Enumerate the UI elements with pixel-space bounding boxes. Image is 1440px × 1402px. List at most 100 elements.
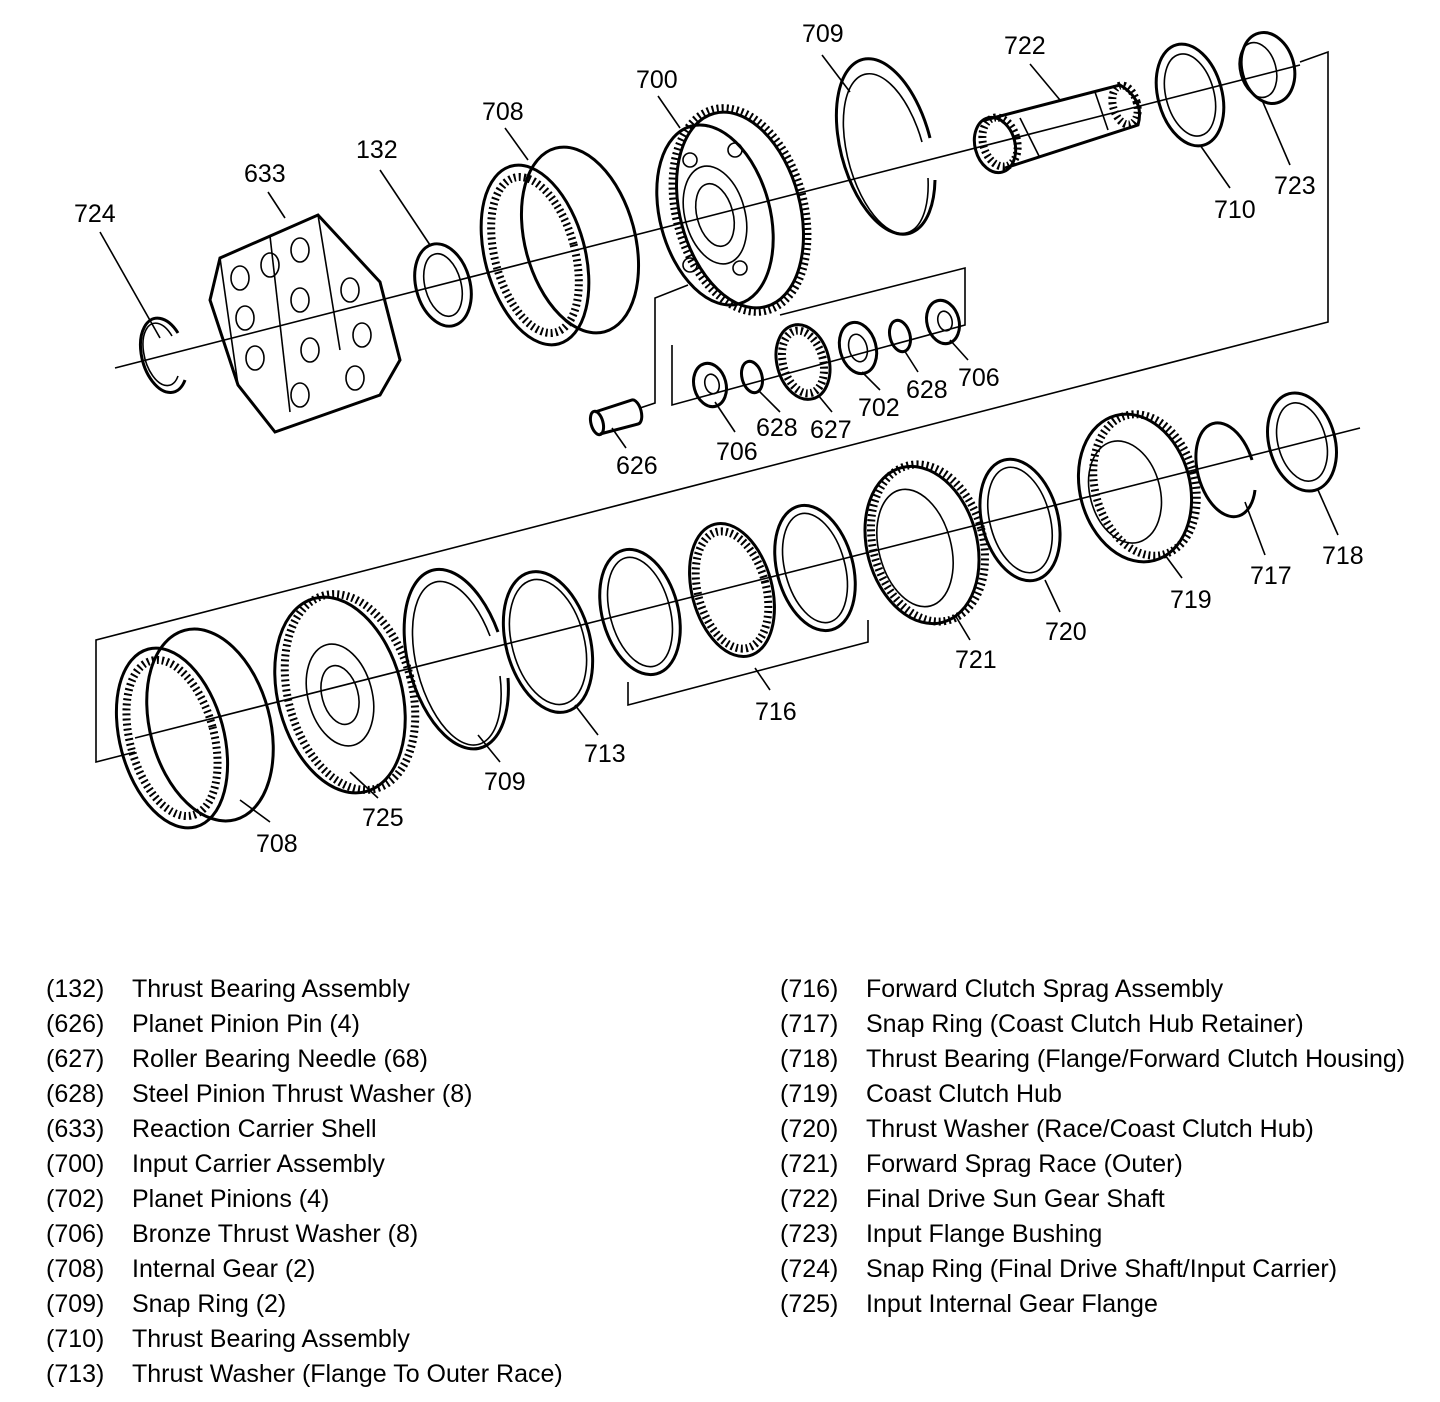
legend-item: (700) Input Carrier Assembly: [46, 1147, 746, 1182]
legend-code: (706): [46, 1220, 105, 1248]
legend-code: (725): [780, 1290, 839, 1318]
legend-desc: Bronze Thrust Washer (8): [132, 1220, 419, 1248]
legend-code: (700): [46, 1150, 105, 1178]
legend-code: (702): [46, 1185, 105, 1213]
legend-code: (724): [780, 1255, 839, 1283]
pinion-group-bracket: [671, 266, 966, 407]
legend-code: (710): [46, 1325, 105, 1353]
leader-lines: [99, 54, 1339, 823]
legend-code: (721): [780, 1150, 839, 1178]
part-708-internal-gear-lower: [114, 627, 275, 830]
legend-desc: Thrust Washer (Flange To Outer Race): [132, 1360, 563, 1388]
part-723-input-flange-bushing: [1238, 31, 1297, 105]
row-connector-line: [95, 50, 1329, 764]
legend-desc: Input Carrier Assembly: [132, 1150, 385, 1178]
legend-item: (708)Internal Gear (2): [46, 1252, 746, 1287]
part-706-bronze-thrust-washer-right: [925, 298, 961, 346]
callout-627: 627: [810, 416, 852, 444]
legend-desc: Snap Ring (Coast Clutch Hub Retainer): [866, 1010, 1304, 1038]
legend-item: (709) Snap Ring (2): [46, 1287, 746, 1322]
legend-desc: Internal Gear (2): [132, 1255, 316, 1283]
part-709-snap-ring-upper: [834, 57, 937, 236]
legend-desc: Input Flange Bushing: [866, 1220, 1103, 1248]
callout-700: 700: [636, 66, 678, 94]
legend-item: (706) Bronze Thrust Washer (8): [46, 1217, 746, 1252]
legend-code: (627): [46, 1045, 105, 1073]
callout-628-right: 628: [906, 376, 948, 404]
legend-code: (626): [46, 1010, 105, 1038]
legend-code: (709): [46, 1290, 105, 1318]
callout-706-left: 706: [716, 438, 758, 466]
parts-legend-left: (132) Thrust Bearing Assembly (626) Planet…: [46, 972, 746, 1392]
part-720-thrust-washer: [978, 457, 1062, 583]
legend-code: (132): [46, 975, 105, 1003]
legend-code: (713): [46, 1360, 105, 1388]
part-706-bronze-thrust-washer-left: [692, 361, 728, 409]
legend-desc: Planet Pinions (4): [132, 1185, 330, 1213]
part-626-planet-pinion-pin: [588, 284, 689, 437]
legend-code: (719): [780, 1080, 839, 1108]
callout-720: 720: [1045, 618, 1087, 646]
part-628-steel-washer-right: [887, 318, 913, 354]
legend-desc: Planet Pinion Pin (4): [132, 1010, 360, 1038]
legend-item: (710) Thrust Bearing Assembly: [46, 1322, 746, 1357]
legend-item: (719) Coast Clutch Hub: [780, 1077, 1420, 1112]
callout-717: 717: [1250, 562, 1292, 590]
exploded-parts-diagram: 724 633 132 708 700 709 722 710 723 626 …: [74, 20, 1364, 858]
callout-718: 718: [1322, 542, 1364, 570]
part-708-internal-gear-upper: [479, 145, 641, 347]
legend-desc: Thrust Bearing Assembly: [132, 975, 410, 1003]
legend-desc: Coast Clutch Hub: [866, 1080, 1062, 1108]
legend-item: (722)Final Drive Sun Gear Shaft: [780, 1182, 1420, 1217]
callout-724: 724: [74, 200, 116, 228]
legend-code: (716): [780, 975, 839, 1003]
legend-desc: Steel Pinion Thrust Washer (8): [132, 1080, 473, 1108]
part-713-thrust-washer: [501, 570, 595, 714]
legend-item: (713) Thrust Washer (Flange To Outer Race…: [46, 1357, 746, 1392]
legend-desc: Snap Ring (2): [132, 1290, 287, 1318]
legend-code: (628): [46, 1080, 105, 1108]
callout-725: 725: [362, 804, 404, 832]
callout-713: 713: [584, 740, 626, 768]
legend-item: (717) Snap Ring (Coast Clutch Hub Retaine…: [780, 1007, 1420, 1042]
callout-628-left: 628: [756, 414, 798, 442]
part-628-steel-washer-left: [739, 359, 765, 395]
legend-item: (721)Forward Sprag Race (Outer): [780, 1147, 1420, 1182]
legend-code: (723): [780, 1220, 839, 1248]
callout-709-lower: 709: [484, 768, 526, 796]
part-724-snap-ring: [138, 316, 187, 394]
legend-desc: Reaction Carrier Shell: [132, 1115, 377, 1143]
callout-721: 721: [955, 646, 997, 674]
callout-626: 626: [616, 452, 658, 480]
legend-code: (633): [46, 1115, 105, 1143]
legend-desc: Thrust Bearing (Flange/Forward Clutch Ho…: [866, 1045, 1406, 1073]
callout-710: 710: [1214, 196, 1256, 224]
callout-719: 719: [1170, 586, 1212, 614]
legend-code: (717): [780, 1010, 839, 1038]
callout-716: 716: [755, 698, 797, 726]
legend-item: (633) Reaction Carrier Shell: [46, 1112, 746, 1147]
part-710-thrust-bearing: [1154, 42, 1226, 148]
part-718-thrust-bearing: [1266, 391, 1338, 493]
callout-633: 633: [244, 160, 286, 188]
part-633-reaction-carrier-shell: [208, 213, 402, 434]
legend-desc: Forward Clutch Sprag Assembly: [866, 975, 1224, 1003]
part-132-thrust-bearing: [413, 242, 473, 328]
lower-axis-line: [134, 427, 1361, 739]
legend-item: (627) Roller Bearing Needle (68): [46, 1042, 746, 1077]
callout-702: 702: [858, 394, 900, 422]
part-709-snap-ring-lower: [402, 567, 510, 751]
callout-708-lower: 708: [256, 830, 298, 858]
part-722-sun-gear-shaft: [972, 81, 1142, 175]
callout-722: 722: [1004, 32, 1046, 60]
part-721-forward-sprag-race: [863, 460, 990, 626]
legend-item: (725)Input Internal Gear Flange: [780, 1287, 1420, 1322]
parts-legend-right: (716) Forward Clutch Sprag Assembly (717)…: [780, 972, 1420, 1322]
part-700-input-carrier-assembly: [655, 104, 812, 316]
callout-708-upper: 708: [482, 98, 524, 126]
legend-desc: Thrust Bearing Assembly: [132, 1325, 410, 1353]
legend-desc: Snap Ring (Final Drive Shaft/Input Carri…: [866, 1255, 1338, 1283]
legend-desc: Roller Bearing Needle (68): [132, 1045, 428, 1073]
part-719-coast-clutch-hub: [1076, 410, 1201, 564]
legend-desc: Final Drive Sun Gear Shaft: [866, 1185, 1165, 1213]
